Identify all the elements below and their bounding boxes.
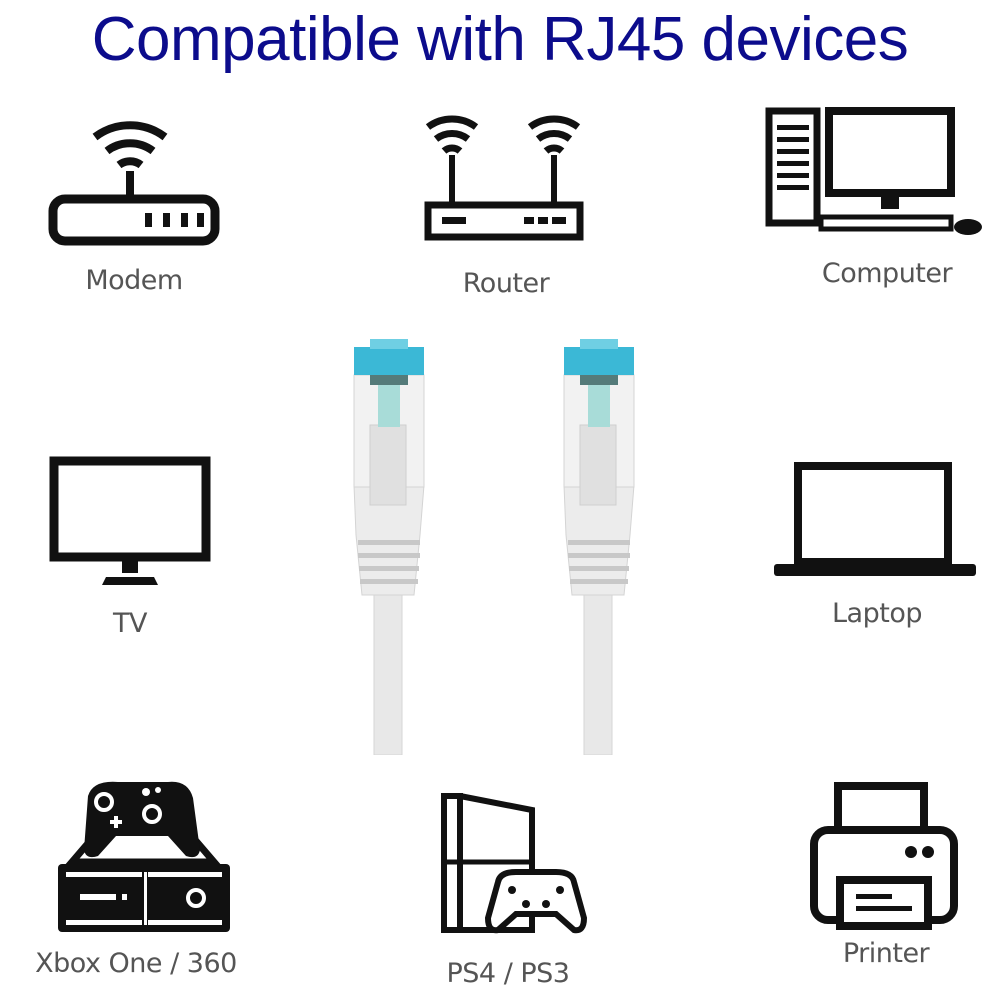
device-label-tv: TV [113,608,147,639]
device-label-playstation: PS4 / PS3 [446,958,570,989]
device-label-xbox: Xbox One / 360 [35,948,237,979]
playstation-icon [441,793,588,934]
xbox-icon [58,781,230,932]
device-label-laptop: Laptop [832,598,922,629]
device-label-computer: Computer [821,258,953,289]
device-label-printer: Printer [842,938,930,969]
laptop-icon [774,462,976,576]
computer-icon [765,107,982,235]
router-icon [424,115,584,241]
device-label-modem: Modem [85,265,183,296]
tv-icon [49,456,211,585]
modem-icon [48,121,220,246]
page-title: Compatible with RJ45 devices [91,5,909,74]
device-label-router: Router [462,268,550,299]
rj45-connector-left [353,339,425,755]
printer-icon [810,782,958,930]
rj45-connector-right [563,339,635,755]
